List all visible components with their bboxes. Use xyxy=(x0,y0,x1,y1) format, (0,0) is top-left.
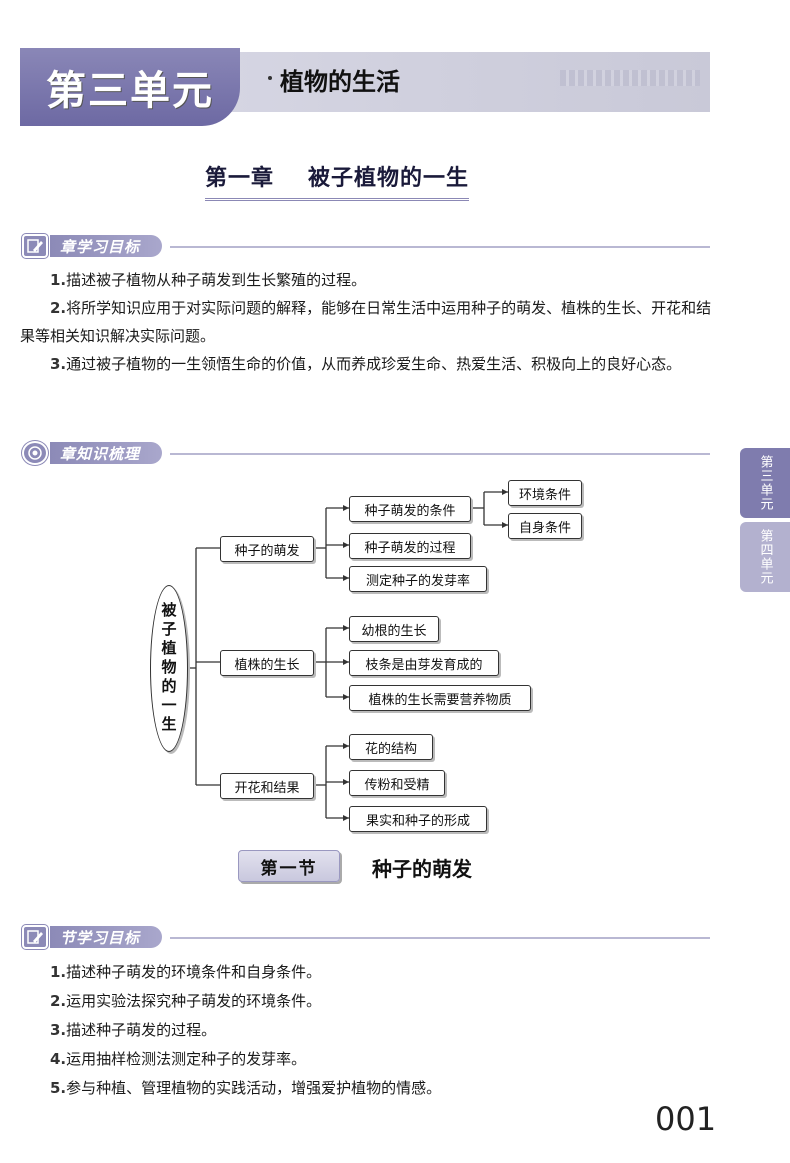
goal-item: 1.描述被子植物从种子萌发到生长繁殖的过程。 xyxy=(50,271,367,289)
side-tab-unit-3[interactable]: 第三单元 xyxy=(740,448,790,518)
banner-dot xyxy=(268,76,272,80)
unit-badge: 第三单元 xyxy=(20,48,240,126)
section-number-badge: 第一节 xyxy=(238,850,340,882)
map-root-node: 被子植物的一生 xyxy=(150,585,188,752)
chapter-number: 第一章 xyxy=(205,166,275,191)
goal-item: 4.运用抽样检测法测定种子的发芽率。 xyxy=(50,1050,307,1068)
chapter-title: 第一章 被子植物的一生 xyxy=(205,160,470,201)
section-goals-list: 1.描述种子萌发的环境条件和自身条件。 2.运用实验法探究种子萌发的环境条件。 … xyxy=(20,958,712,1103)
knowledge-map-label: 章知识梳理 xyxy=(20,441,163,465)
goal-item: 3.通过被子植物的一生领悟生命的价值，从而养成珍爱生命、热爱生活、积极向上的良好… xyxy=(50,355,682,373)
map-leaf-node: 果实和种子的形成 xyxy=(349,806,487,832)
page-number: 001 xyxy=(655,1100,717,1138)
divider-line xyxy=(170,937,710,939)
map-leaf-node: 花的结构 xyxy=(349,734,433,760)
pencil-note-icon xyxy=(22,925,48,949)
map-leaf-node: 种子萌发的条件 xyxy=(349,496,471,522)
chapter-goals-list: 1.描述被子植物从种子萌发到生长繁殖的过程。 2.将所学知识应用于对实际问题的解… xyxy=(20,266,712,378)
map-leaf-node: 幼根的生长 xyxy=(349,616,439,642)
divider-line xyxy=(170,246,710,248)
section-title: 种子的萌发 xyxy=(372,857,472,881)
map-leaf-node: 传粉和受精 xyxy=(349,770,445,796)
goal-item: 2.将所学知识应用于对实际问题的解释，能够在日常生活中运用种子的萌发、植株的生长… xyxy=(20,299,712,345)
banner-stripe-decoration xyxy=(560,70,700,86)
divider-line xyxy=(170,453,710,455)
knowledge-map-title: 章知识梳理 xyxy=(50,442,163,464)
map-branch-node: 植株的生长 xyxy=(220,650,314,676)
unit-banner: 第三单元 植物的生活 xyxy=(20,48,710,126)
unit-title: 植物的生活 xyxy=(280,68,400,96)
goal-item: 5.参与种植、管理植物的实践活动，增强爱护植物的情感。 xyxy=(50,1079,442,1097)
goal-item: 2.运用实验法探究种子萌发的环境条件。 xyxy=(50,992,322,1010)
map-leaf-node: 测定种子的发芽率 xyxy=(349,566,487,592)
section-goals-label: 节学习目标 xyxy=(20,925,163,949)
map-sub-node: 环境条件 xyxy=(508,480,582,506)
side-tab-unit-4[interactable]: 第四单元 xyxy=(740,522,790,592)
map-leaf-node: 种子萌发的过程 xyxy=(349,533,471,559)
chapter-goals-title: 章学习目标 xyxy=(50,235,163,257)
pencil-note-icon xyxy=(22,234,48,258)
map-branch-node: 开花和结果 xyxy=(220,773,314,799)
chapter-name: 被子植物的一生 xyxy=(308,166,470,191)
goal-item: 1.描述种子萌发的环境条件和自身条件。 xyxy=(50,963,322,981)
map-leaf-node: 植株的生长需要营养物质 xyxy=(349,685,531,711)
target-icon xyxy=(22,441,48,465)
map-branch-node: 种子的萌发 xyxy=(220,536,314,562)
map-sub-node: 自身条件 xyxy=(508,513,582,539)
chapter-goals-label: 章学习目标 xyxy=(20,234,163,258)
map-leaf-node: 枝条是由芽发育成的 xyxy=(349,650,499,676)
goal-item: 3.描述种子萌发的过程。 xyxy=(50,1021,217,1039)
section-goals-title: 节学习目标 xyxy=(50,926,163,948)
